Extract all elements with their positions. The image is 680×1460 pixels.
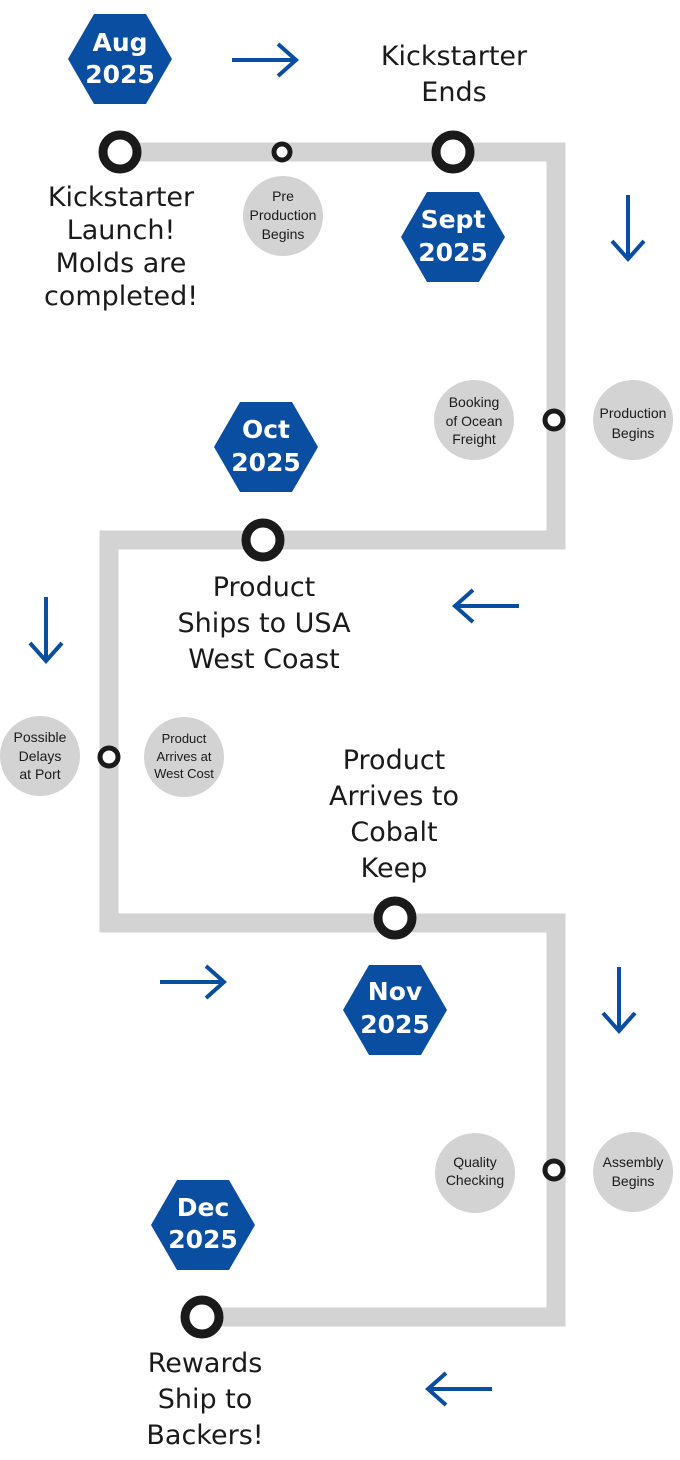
month-badge-nov: Nov 2025	[343, 965, 447, 1055]
bubble-label-possible-delays: Possible Delays at Port	[14, 729, 67, 782]
milestone-node-cobalt	[373, 896, 417, 940]
bubble-text: Pre	[272, 188, 294, 204]
milestone-text: Kickstarter	[48, 182, 195, 213]
bubble-text: Assembly	[603, 1154, 664, 1170]
step-node-production	[542, 408, 566, 432]
month-label: Dec	[177, 1193, 230, 1222]
milestone-label-cobalt: Product Arrives to Cobalt Keep	[329, 745, 459, 884]
arrow-down-icon	[610, 195, 646, 263]
milestone-label-launch: Kickstarter Launch! Molds are completed!	[44, 182, 198, 312]
year-label: 2025	[418, 238, 488, 267]
bubble-text: Production	[600, 405, 667, 421]
milestone-text: Keep	[361, 853, 428, 884]
bubble-text: West Cost	[154, 766, 214, 781]
bubble-text: Quality	[453, 1154, 497, 1170]
step-node-assembly	[542, 1158, 566, 1182]
milestone-text: Ends	[421, 77, 486, 108]
milestone-text: Product	[213, 572, 316, 603]
bubble-production-begins	[593, 380, 673, 460]
bubble-text: Checking	[446, 1172, 504, 1188]
bubble-label-production-begins: Production Begins	[600, 405, 667, 441]
bubble-text: Begins	[262, 226, 305, 242]
arrow-left-icon	[424, 1371, 492, 1407]
month-badge-aug: Aug 2025	[68, 14, 172, 104]
arrow-left-icon	[451, 588, 519, 624]
step-node-port	[97, 745, 121, 769]
bubble-text: Production	[250, 207, 317, 223]
month-badge-oct: Oct 2025	[214, 402, 318, 492]
month-label: Sept	[421, 205, 486, 234]
bubble-label-product-arrives-west: Product Arrives at West Cost	[154, 731, 214, 781]
milestone-text: Cobalt	[350, 817, 437, 848]
milestone-node-ends	[431, 130, 475, 174]
bubble-booking-freight	[434, 380, 514, 460]
milestone-label-ends: Kickstarter Ends	[381, 41, 528, 108]
arrow-down-icon	[28, 597, 64, 665]
milestone-text: Ship to	[158, 1384, 253, 1415]
bubble-preproduction	[243, 176, 323, 256]
step-node-preproduction	[271, 141, 293, 163]
month-label: Nov	[368, 977, 422, 1006]
bubble-label-quality-checking: Quality Checking	[446, 1154, 504, 1188]
bubble-text: Freight	[452, 431, 496, 447]
milestone-text: Launch!	[67, 215, 176, 246]
month-label: Oct	[242, 415, 290, 444]
bubble-quality-checking	[435, 1133, 515, 1213]
bubble-text: Begins	[612, 1173, 655, 1189]
milestone-text: Molds are	[56, 248, 187, 279]
milestone-node-launch	[98, 130, 142, 174]
milestone-node-ships	[241, 518, 285, 562]
milestone-label-ships: Product Ships to USA West Coast	[177, 572, 351, 675]
milestone-node-rewards	[180, 1295, 224, 1339]
milestone-text: Arrives to	[329, 781, 459, 812]
bubble-text: Arrives at	[157, 749, 212, 764]
milestone-text: Rewards	[148, 1348, 263, 1379]
bubble-text: Booking	[449, 394, 500, 410]
bubble-label-assembly-begins: Assembly Begins	[603, 1154, 664, 1189]
bubble-possible-delays	[0, 716, 80, 796]
bubble-text: Begins	[612, 425, 655, 441]
milestone-text: Backers!	[146, 1420, 263, 1451]
bubble-assembly-begins	[593, 1132, 673, 1212]
milestone-text: Product	[343, 745, 446, 776]
year-label: 2025	[168, 1225, 238, 1254]
month-label: Aug	[92, 28, 147, 57]
bubble-label-preproduction: Pre Production Begins	[250, 188, 317, 242]
milestone-text: Ships to USA	[177, 608, 351, 639]
bubble-text: at Port	[19, 766, 60, 782]
milestone-text: Kickstarter	[381, 41, 528, 72]
milestone-text: completed!	[44, 281, 198, 312]
month-badge-dec: Dec 2025	[151, 1180, 255, 1270]
bubble-label-booking-freight: Booking of Ocean Freight	[446, 394, 503, 447]
year-label: 2025	[231, 448, 301, 477]
bubble-text: Product	[162, 731, 207, 746]
timeline-track	[99, 142, 566, 1327]
bubble-product-arrives-west	[144, 717, 224, 797]
bubble-text: of Ocean	[446, 413, 503, 429]
arrow-right-icon	[160, 964, 228, 1000]
milestone-label-rewards: Rewards Ship to Backers!	[146, 1348, 263, 1451]
bubble-text: Delays	[19, 748, 62, 764]
month-badge-sept: Sept 2025	[401, 192, 505, 282]
bubble-text: Possible	[14, 729, 67, 745]
year-label: 2025	[85, 60, 155, 89]
arrow-down-icon	[601, 967, 637, 1035]
arrow-right-icon	[232, 42, 300, 78]
milestone-text: West Coast	[188, 644, 340, 675]
year-label: 2025	[360, 1010, 430, 1039]
